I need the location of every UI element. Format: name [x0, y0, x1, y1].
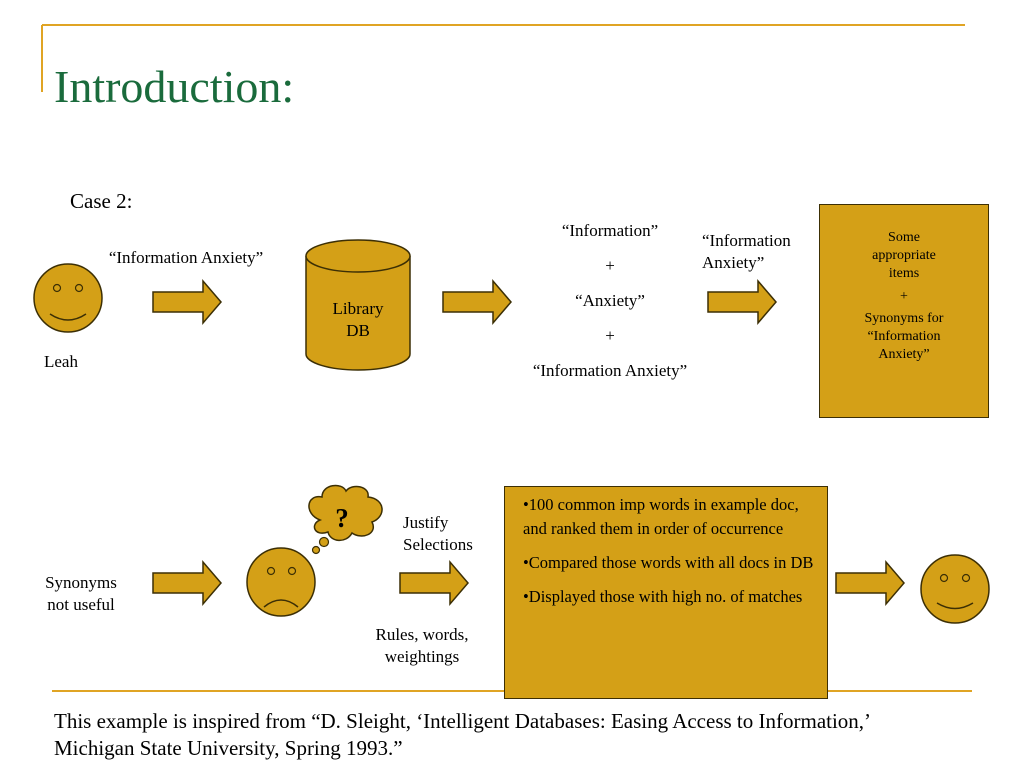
results-line1: Some: [888, 230, 920, 245]
sad-face-icon: [246, 547, 316, 617]
results-line4: Synonyms for: [864, 310, 944, 326]
results-line5: “Information: [867, 328, 941, 344]
term-plus-1: +: [605, 256, 615, 275]
leah-label: Leah: [44, 352, 78, 371]
arrow-right-icon: [399, 559, 469, 607]
term-information-anxiety: “Information Anxiety”: [532, 361, 688, 380]
step-item: •Compared those words with all docs in D…: [523, 552, 814, 572]
db-label: Library DB: [306, 298, 410, 342]
arrow-right-icon: [707, 278, 777, 326]
db-label-line2: DB: [346, 321, 370, 341]
term-anxiety: “Anxiety”: [575, 291, 645, 310]
thought-bubble-icon: [308, 484, 383, 555]
synonyms-line1: Synonyms: [45, 573, 117, 592]
search-terms: “Information” + “Anxiety” + “Information…: [505, 222, 715, 379]
results-line2: appropriate: [872, 248, 936, 264]
leah-happy-face-icon: [33, 263, 103, 333]
synonyms-line2: not useful: [47, 595, 115, 615]
footer-citation: This example is inspired from “D. Sleigh…: [54, 709, 870, 761]
synonyms-label: Synonyms not useful: [30, 572, 132, 616]
arrow-right-icon: [152, 559, 222, 607]
rules-line1: Rules, words,: [375, 625, 469, 644]
step-item: •100 common imp words in example doc, an…: [523, 495, 799, 538]
justify-label: Justify Selections: [403, 512, 473, 556]
happy-face-icon: [920, 554, 990, 624]
slide-title: Introduction:: [54, 61, 295, 112]
rules-label: Rules, words, weightings: [358, 624, 486, 668]
results-line3: items: [888, 266, 920, 282]
results-line6: Anxiety”: [878, 347, 930, 363]
database-cylinder-icon: [305, 239, 411, 371]
query-label: “Information Anxiety”: [108, 248, 264, 267]
term-information: “Information”: [561, 221, 659, 240]
arrow-right-icon: [442, 278, 512, 326]
step-item: •Displayed those with high no. of matche…: [523, 586, 803, 606]
db-label-line1: Library: [332, 299, 384, 318]
justify-line1: Justify: [403, 513, 449, 532]
results-plus: +: [900, 288, 908, 304]
steps-box: •100 common imp words in example doc, an…: [504, 486, 828, 699]
arrow-right-icon: [152, 278, 222, 326]
question-mark: ?: [335, 503, 349, 533]
arrow-right-icon: [835, 559, 905, 607]
justify-line2: Selections: [403, 535, 473, 555]
case-label: Case 2:: [70, 189, 133, 213]
arrow3-label-line2: Anxiety”: [702, 253, 765, 273]
rules-line2: weightings: [384, 647, 460, 667]
arrow3-label: “Information Anxiety”: [702, 230, 791, 274]
arrow3-label-line1: “Information: [702, 231, 791, 250]
term-plus-2: +: [605, 326, 615, 345]
results-box: Some appropriate items + Synonyms for “I…: [819, 204, 989, 418]
